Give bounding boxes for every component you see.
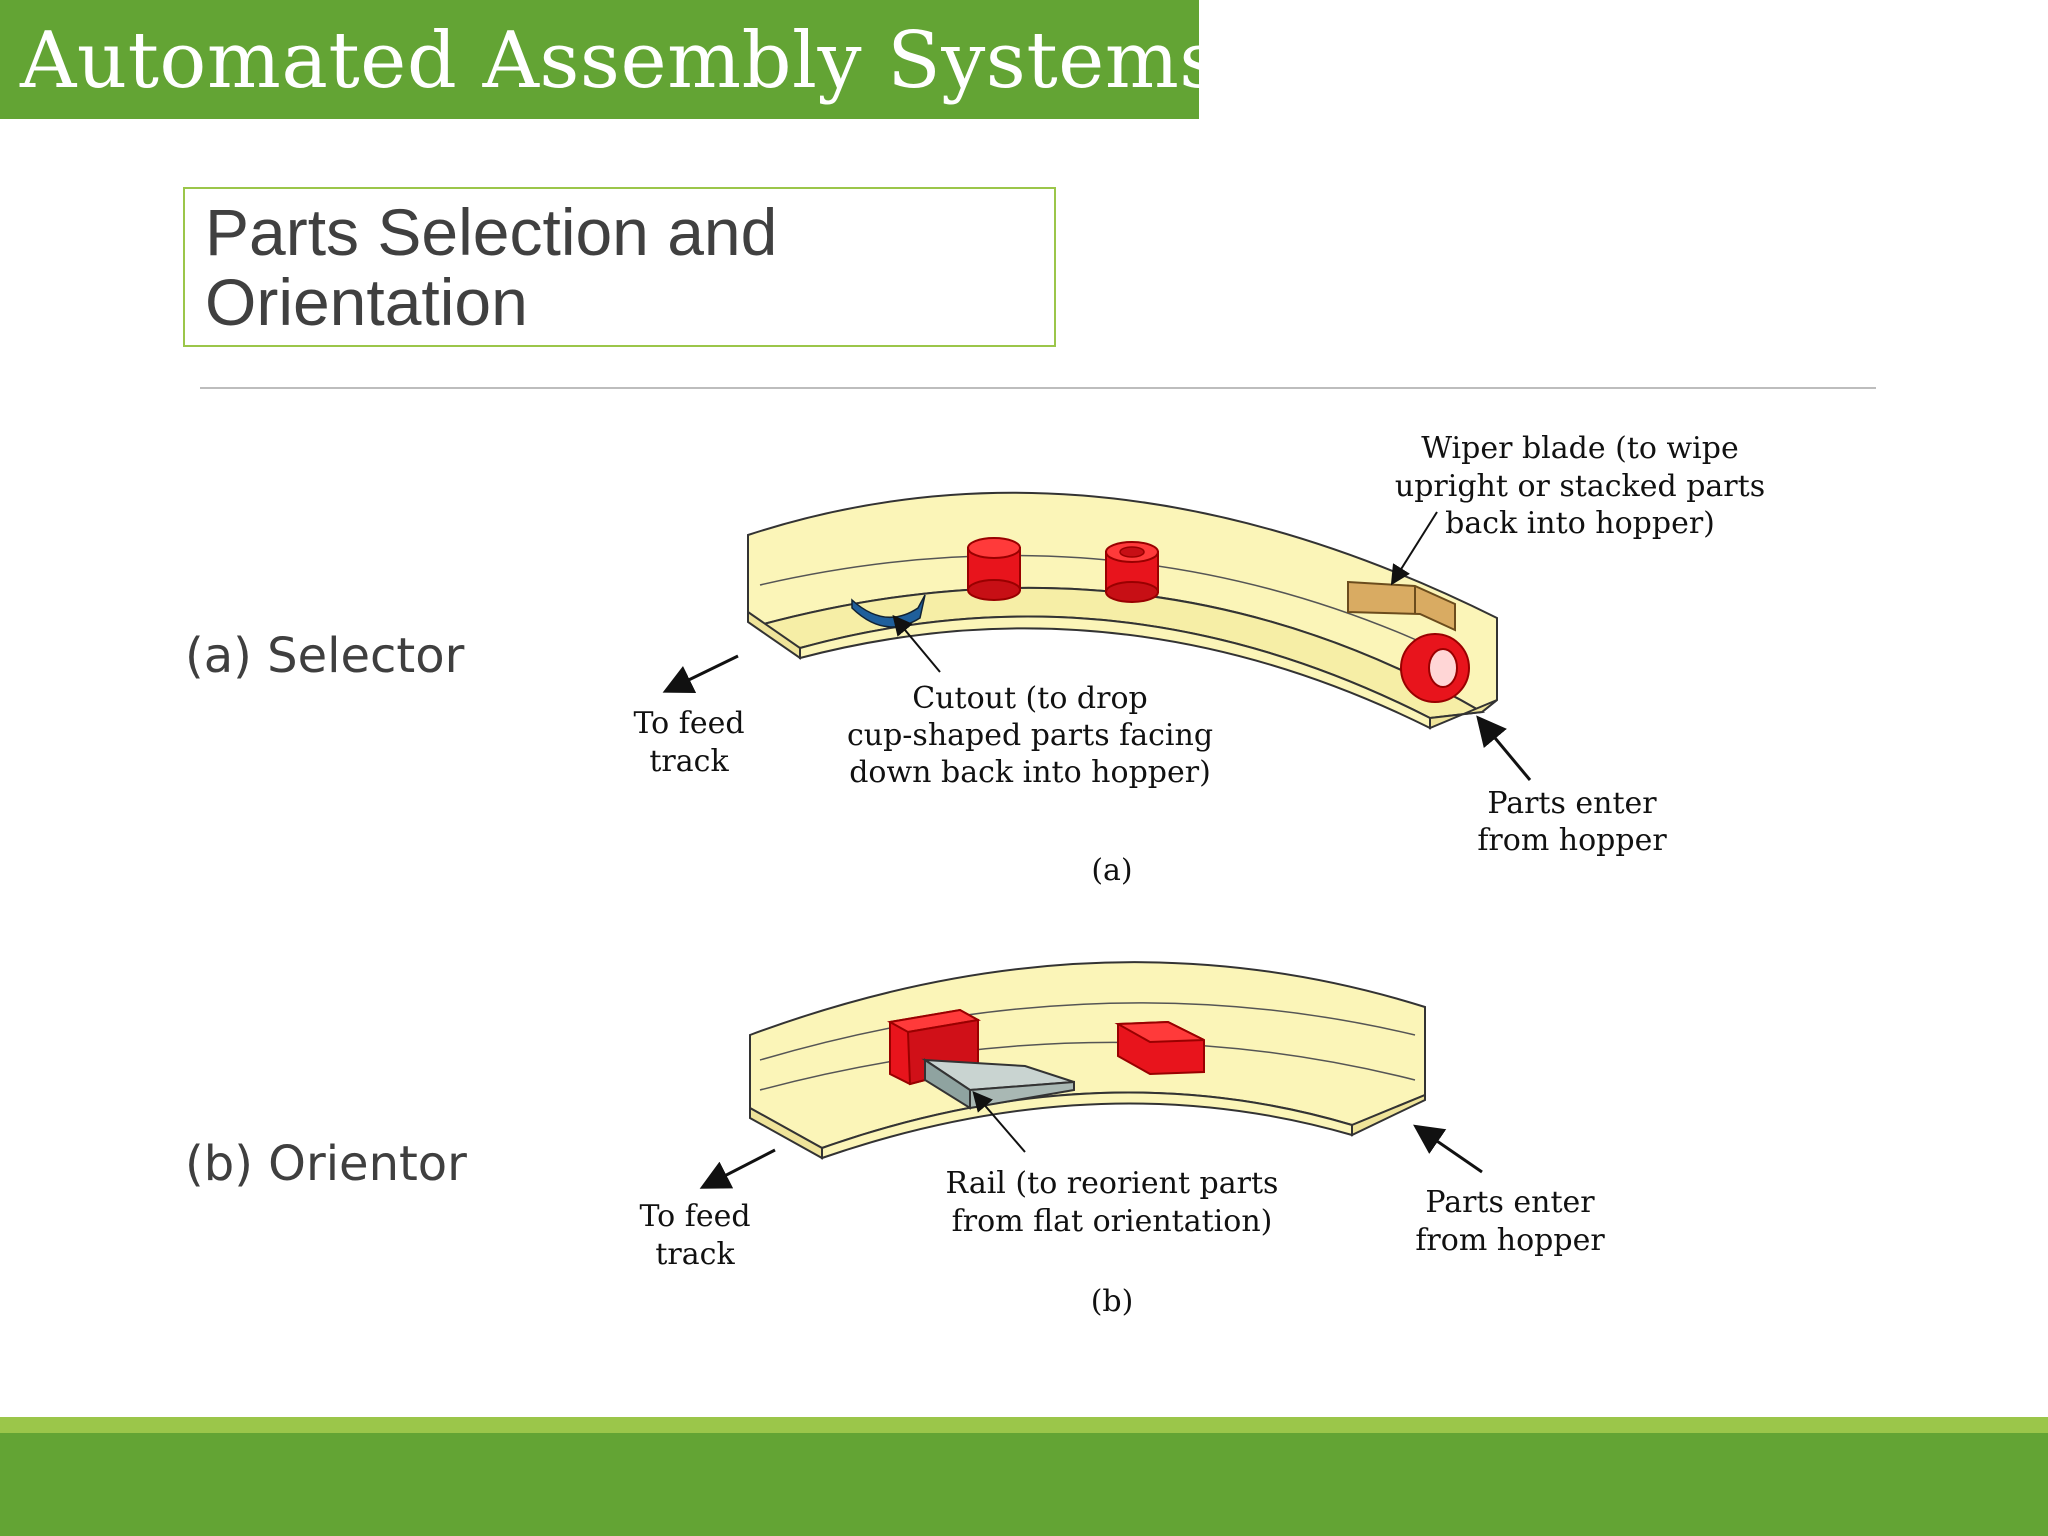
feeder-diagrams: Wiper blade (to wipe upright or stacked … bbox=[633, 431, 1765, 1319]
cutout-label-line-1: Cutout (to drop bbox=[912, 681, 1147, 716]
selector-diagram: Wiper blade (to wipe upright or stacked … bbox=[633, 431, 1765, 888]
selector-label: (a) Selector bbox=[185, 628, 465, 684]
divider-line bbox=[200, 387, 1876, 389]
caption-a: (a) bbox=[1091, 853, 1132, 888]
feed-track-label-a-1: To feed bbox=[633, 706, 744, 741]
footer-bar bbox=[0, 1433, 2048, 1536]
reorient-rail bbox=[921, 1058, 1075, 1110]
parts-enter-label-a-1: Parts enter bbox=[1487, 786, 1657, 821]
wiper-label-line-1: Wiper blade (to wipe bbox=[1421, 431, 1739, 466]
caption-b: (b) bbox=[1091, 1284, 1134, 1319]
parts-enter-label-b-1: Parts enter bbox=[1425, 1185, 1595, 1220]
subtitle-box: Parts Selection and Orientation bbox=[183, 187, 1056, 347]
wiper-label-line-3: back into hopper) bbox=[1445, 506, 1715, 541]
cutout-label-line-3: down back into hopper) bbox=[849, 755, 1211, 790]
slide-title: Automated Assembly Systems bbox=[20, 16, 1220, 106]
feed-track-label-b-2: track bbox=[655, 1237, 735, 1272]
footer-accent-strip bbox=[0, 1417, 2048, 1433]
rail-label-line-1: Rail (to reorient parts bbox=[946, 1166, 1279, 1201]
cup-part-1 bbox=[967, 537, 1021, 601]
wiper-blade bbox=[1347, 580, 1456, 632]
title-bar: Automated Assembly Systems bbox=[0, 0, 1219, 119]
parts-enter-label-a-2: from hopper bbox=[1477, 823, 1667, 858]
cup-part-3 bbox=[1400, 633, 1470, 703]
orientor-diagram: To feed track Rail (to reorient parts fr… bbox=[639, 961, 1605, 1319]
parts-enter-label-b-2: from hopper bbox=[1415, 1223, 1605, 1258]
slide-subtitle: Parts Selection and Orientation bbox=[205, 195, 778, 339]
orientor-label: (b) Orientor bbox=[185, 1136, 467, 1192]
feed-track-label-b-1: To feed bbox=[639, 1199, 750, 1234]
part-block-flat bbox=[1114, 1020, 1205, 1076]
wiper-label-line-2: upright or stacked parts bbox=[1395, 469, 1765, 504]
rail-label-line-2: from flat orientation) bbox=[952, 1204, 1273, 1239]
feed-track-label-a-2: track bbox=[649, 744, 729, 779]
cup-part-2 bbox=[1105, 541, 1159, 603]
cutout-label-line-2: cup-shaped parts facing bbox=[847, 718, 1213, 753]
